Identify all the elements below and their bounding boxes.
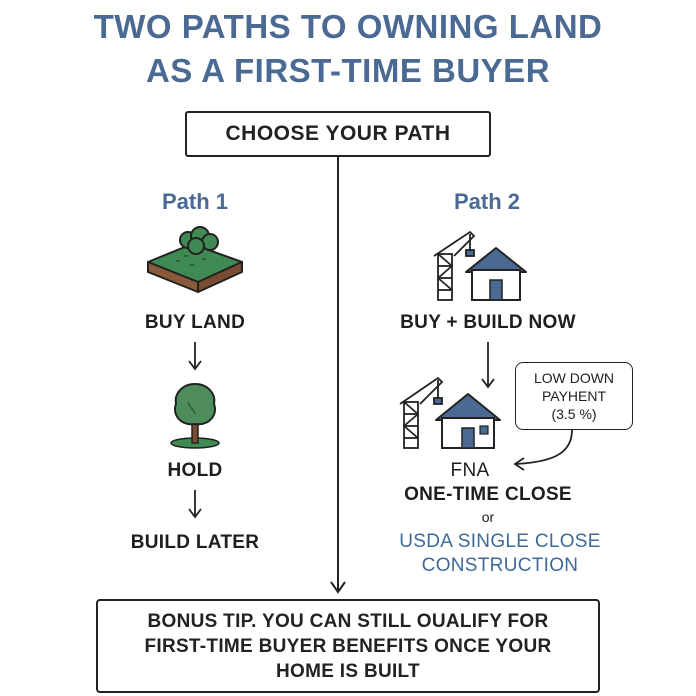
bonus-line-2: FIRST-TIME BUYER BENEFITS ONCE YOUR — [144, 635, 552, 657]
tree-icon — [170, 382, 220, 449]
title-line-1: TWO PATHS TO OWNING LAND — [93, 8, 603, 45]
bonus-tip-box: BONUS TIP. YOU CAN STILL OUALIFY FOR FIR… — [96, 599, 600, 693]
central-arrowhead — [330, 581, 346, 594]
bonus-line-1: BONUS TIP. YOU CAN STILL OUALIFY FOR — [147, 610, 549, 632]
path1-buy-land: BUY LAND — [144, 312, 246, 333]
path2-arrow-1 — [481, 342, 495, 389]
crane-house-icon — [433, 230, 527, 301]
low-down-payment-callout: LOW DOWN PAYHENT (3.5 %) — [515, 362, 633, 430]
path2-construction: CONSTRUCTION — [421, 555, 579, 576]
path2-fna-label: FNA — [450, 460, 490, 481]
bonus-line-3: HOME IS BUILT — [276, 660, 420, 682]
path2-heading: Path 2 — [453, 189, 521, 214]
title-line-2: AS A FIRST-TIME BUYER — [145, 52, 551, 89]
path1-build-later: BUILD LATER — [130, 532, 260, 553]
path2-usda-single-close: USDA SINGLE CLOSE — [399, 531, 601, 552]
choose-path-label: CHOOSE YOUR PATH — [225, 122, 451, 145]
path1-hold: HOLD — [167, 460, 223, 481]
path2-buy-build-now: BUY + BUILD NOW — [400, 312, 576, 333]
choose-path-box: CHOOSE YOUR PATH — [185, 111, 491, 157]
crane-house-icon-2 — [399, 376, 501, 449]
path1-arrow-2 — [188, 490, 202, 519]
callout-arrow — [513, 429, 573, 471]
path2-one-time-close: ONE-TIME CLOSE — [404, 484, 572, 505]
callout-line-3: (3.5 %) — [551, 406, 597, 422]
land-plot-icon — [147, 226, 243, 293]
path1-arrow-1 — [188, 342, 202, 371]
path1-heading: Path 1 — [161, 189, 229, 214]
callout-line-2: PAYHENT — [541, 388, 607, 404]
callout-line-1: LOW DOWN — [533, 370, 615, 386]
path2-or: or — [481, 509, 495, 525]
